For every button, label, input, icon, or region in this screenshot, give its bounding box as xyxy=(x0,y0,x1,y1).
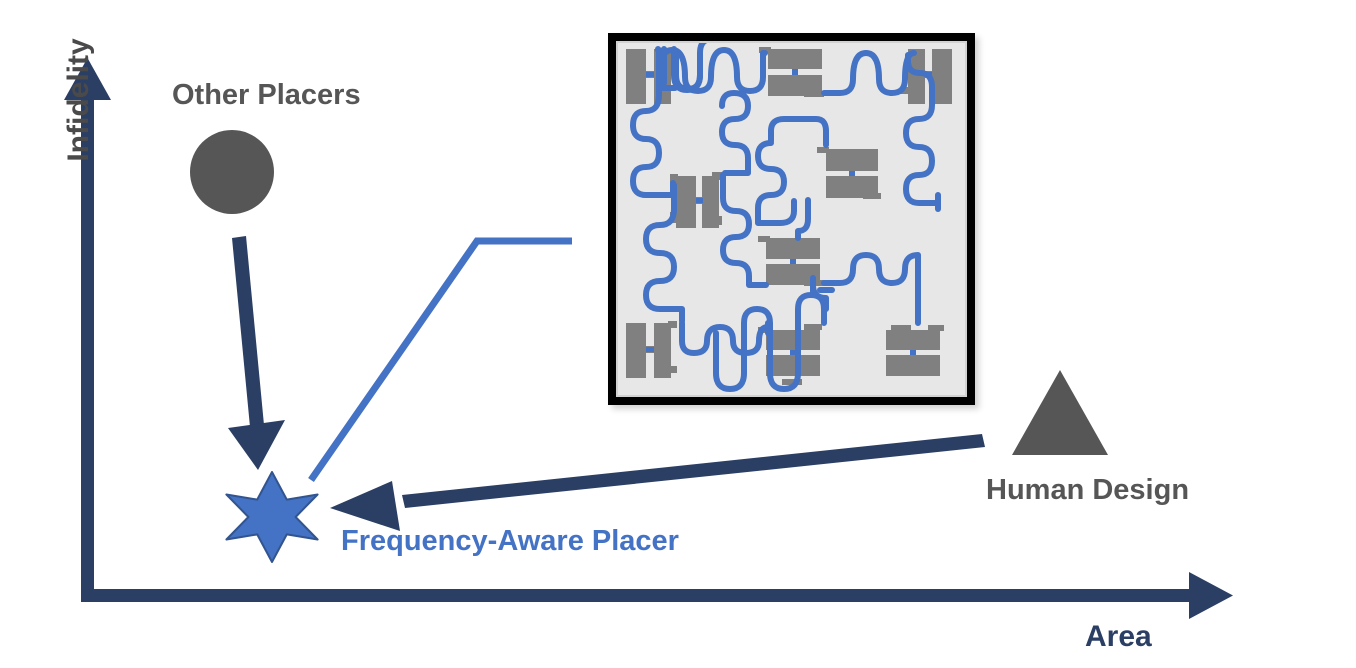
chip-callout-leader-line xyxy=(308,237,572,482)
label-frequency-aware-placer: Frequency-Aware Placer xyxy=(341,525,679,557)
chip-layout-inset[interactable] xyxy=(608,33,975,405)
label-other-placers: Other Placers xyxy=(172,79,361,111)
marker-human-design[interactable] xyxy=(1012,370,1108,455)
chip-layout-graphics xyxy=(626,43,952,392)
marker-other-placers[interactable] xyxy=(190,130,274,214)
x-axis xyxy=(81,572,1233,619)
y-axis xyxy=(64,58,111,597)
x-axis-label: Area xyxy=(1085,620,1152,653)
arrow-human-design-to-star xyxy=(330,434,985,531)
marker-frequency-aware-placer[interactable] xyxy=(225,471,319,563)
arrow-other-placers-to-star xyxy=(228,236,285,470)
y-axis-label: Infidelity xyxy=(62,38,95,162)
label-human-design: Human Design xyxy=(986,474,1190,506)
resonator-traces xyxy=(630,43,941,392)
